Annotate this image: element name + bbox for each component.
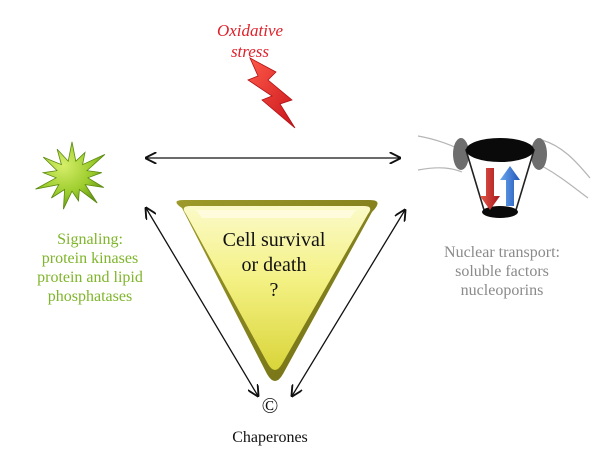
connection-arrows — [146, 158, 405, 396]
starburst-icon — [35, 141, 106, 210]
export-arrow — [500, 166, 520, 206]
import-arrow — [480, 168, 500, 210]
chaperone-symbol: © — [261, 393, 279, 418]
signaling-label: Signaling: protein kinases protein and l… — [37, 231, 143, 305]
oxidative-stress-label: Oxidative stress — [216, 21, 284, 61]
chaperones-label: Chaperones — [232, 429, 308, 446]
nuclear-transport-label: Nuclear transport: soluble factors nucle… — [444, 244, 560, 299]
cell-fate-label: Cell survival or death ? — [222, 229, 326, 301]
lightning-bolt-icon — [247, 57, 296, 129]
connection-nuclear-chaperones — [292, 210, 405, 396]
connection-signaling-chaperones — [146, 208, 258, 396]
